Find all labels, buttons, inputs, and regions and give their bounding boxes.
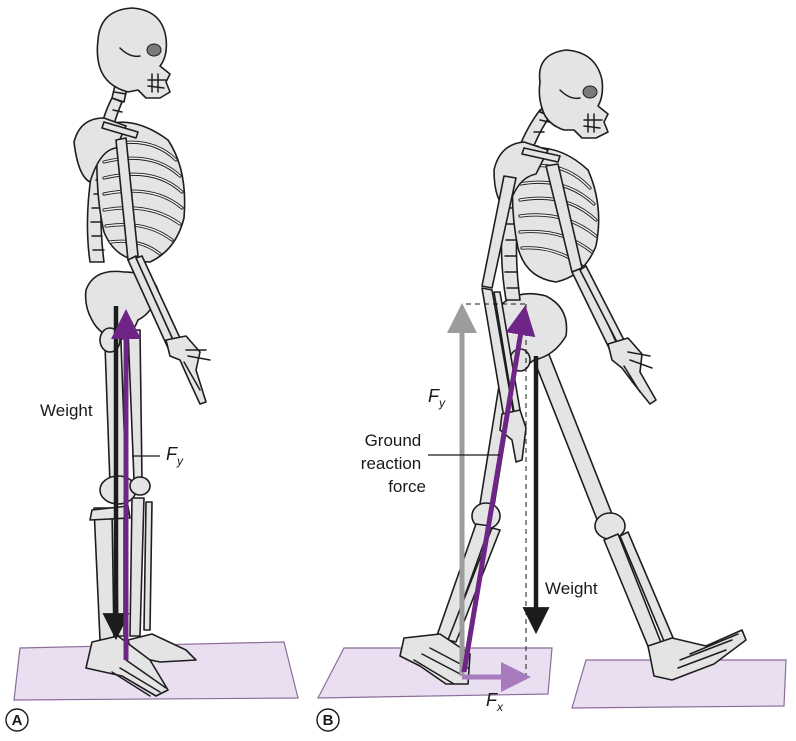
- panel-label-a: A: [12, 712, 23, 729]
- ground-reaction-arrow-b: [464, 314, 524, 672]
- fy-label-b: Fy: [428, 386, 446, 410]
- panel-b: Fy Ground reaction force Weight Fx B: [317, 50, 786, 731]
- standing-skeleton: [74, 8, 210, 696]
- grf-label-b: Ground reaction force: [361, 431, 426, 496]
- fy-label-a: Fy: [166, 444, 184, 468]
- weight-label-a: Weight: [40, 401, 93, 420]
- panel-a: Weight Fy A: [6, 8, 298, 731]
- weight-label-b: Weight: [545, 579, 598, 598]
- panel-label-b: B: [323, 712, 334, 729]
